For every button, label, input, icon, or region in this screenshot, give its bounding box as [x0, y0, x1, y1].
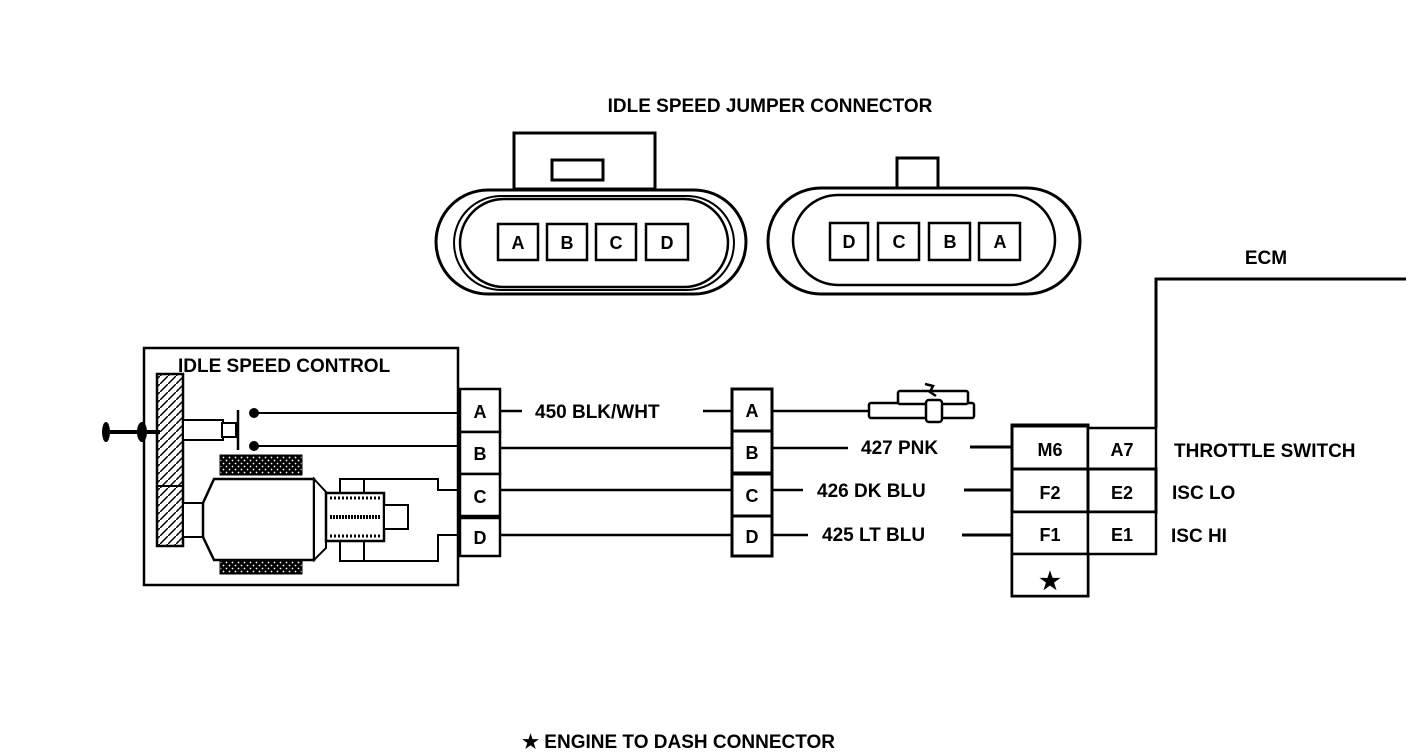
wire-d-segment-2: 425 LT BLU — [772, 525, 1012, 546]
throttle-contact-switch-icon — [182, 408, 259, 451]
svg-text:C: C — [746, 486, 759, 506]
legend-engine-to-dash: ★ ENGINE TO DASH CONNECTOR — [522, 732, 835, 752]
svg-text:A7: A7 — [1110, 440, 1133, 460]
jumper-left-pin-a: A — [496, 222, 540, 262]
ecm-pin-a7: A7 — [1086, 426, 1158, 471]
inline-pin-c: C — [730, 472, 774, 518]
svg-text:D: D — [843, 232, 856, 252]
ecm-pin-star: ★ — [1010, 552, 1090, 598]
wire-a-label: 450 BLK/WHT — [535, 402, 660, 423]
inline-pin-a: A — [730, 387, 774, 433]
jumper-connector-left[interactable]: A B C D — [434, 131, 748, 296]
svg-text:C: C — [474, 487, 487, 507]
ecm-pin-m6: M6 — [1010, 424, 1090, 471]
isc-title: IDLE SPEED CONTROL — [178, 356, 391, 377]
ecm[interactable]: ECM M6 F2 F1 ★ A7 E2 E1 TH — [1010, 248, 1406, 598]
ecm-pin-e2: E2 — [1086, 467, 1158, 514]
idle-speed-control[interactable]: IDLE SPEED CONTROL — [102, 346, 502, 587]
svg-text:A: A — [994, 232, 1007, 252]
svg-text:M6: M6 — [1037, 440, 1062, 460]
svg-text:A: A — [474, 402, 487, 422]
ecm-pin-f2: F2 — [1010, 467, 1090, 514]
ecm-boundary — [1154, 277, 1406, 428]
svg-text:D: D — [746, 527, 759, 547]
inline-connector[interactable]: A B C D — [730, 387, 774, 558]
plunger-icon — [102, 422, 160, 442]
svg-text:D: D — [661, 233, 674, 253]
svg-text:F1: F1 — [1039, 525, 1060, 545]
wire-d-label: 425 LT BLU — [822, 525, 925, 546]
svg-text:F2: F2 — [1039, 483, 1060, 503]
inline-pin-d: D — [730, 514, 774, 558]
svg-text:E1: E1 — [1111, 525, 1133, 545]
wire-b-segment-2: 427 PNK — [772, 438, 1012, 459]
isc-pin-a: A — [458, 387, 502, 434]
svg-text:A: A — [512, 233, 525, 253]
svg-text:D: D — [474, 528, 487, 548]
circuit-isc-hi: ISC HI — [1171, 526, 1227, 547]
svg-text:C: C — [893, 232, 906, 252]
splice-terminal-icon — [867, 382, 976, 424]
jumper-right-pin-d: D — [828, 221, 870, 262]
isc-pin-c: C — [458, 472, 502, 518]
ecm-pin-f1: F1 — [1010, 510, 1090, 556]
svg-text:B: B — [944, 232, 957, 252]
svg-text:E2: E2 — [1111, 483, 1133, 503]
jumper-connector-right[interactable]: D C B A — [766, 156, 1082, 296]
wire-a-segment-1: 450 BLK/WHT — [500, 402, 732, 423]
isc-pin-d: D — [458, 516, 502, 558]
jumper-right-pin-a: A — [977, 221, 1022, 262]
jumper-left-pin-c: C — [594, 222, 638, 262]
jumper-right-pin-b: B — [927, 221, 972, 262]
svg-text:B: B — [746, 443, 759, 463]
ecm-label: ECM — [1245, 248, 1287, 269]
isc-pin-b: B — [458, 430, 502, 476]
circuit-throttle-switch: THROTTLE SWITCH — [1174, 441, 1356, 462]
wire-c-segment-2: 426 DK BLU — [772, 481, 1012, 502]
svg-text:A: A — [746, 401, 759, 421]
star-icon: ★ — [1039, 568, 1061, 595]
mounting-plate — [155, 372, 185, 548]
jumper-left-pin-b: B — [545, 222, 589, 262]
jumper-left-pin-d: D — [644, 222, 690, 262]
jumper-right-pin-c: C — [876, 221, 921, 262]
svg-text:B: B — [474, 444, 487, 464]
svg-text:B: B — [561, 233, 574, 253]
inline-pin-b: B — [730, 429, 774, 475]
motor-icon — [182, 454, 460, 575]
svg-text:C: C — [610, 233, 623, 253]
circuit-isc-lo: ISC LO — [1172, 483, 1235, 504]
wire-c-label: 426 DK BLU — [817, 481, 926, 502]
wire-b-label: 427 PNK — [861, 438, 938, 459]
ecm-pin-e1: E1 — [1086, 510, 1158, 556]
jumper-connector-title: IDLE SPEED JUMPER CONNECTOR — [608, 96, 933, 117]
